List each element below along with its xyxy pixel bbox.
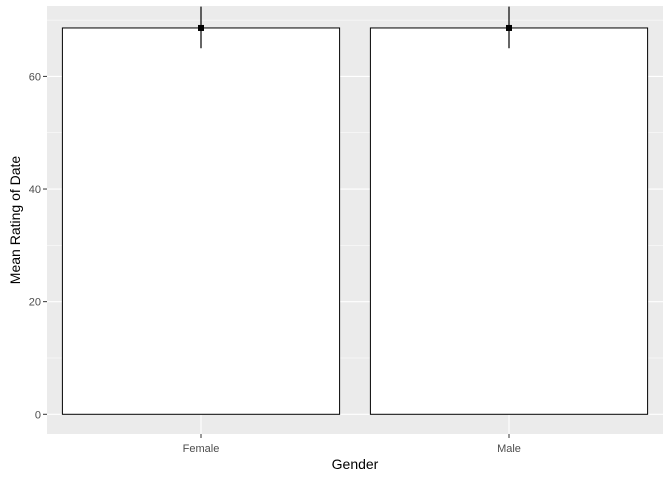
y-tick-label: 0	[35, 409, 41, 421]
x-axis-ticks: Female Male	[183, 434, 521, 455]
y-tick-label: 60	[29, 71, 41, 83]
y-axis-ticks: 0 20 40 60	[29, 71, 47, 421]
bar-male	[369, 27, 649, 415]
y-tick-label: 20	[29, 297, 41, 309]
error-bars	[198, 6, 512, 49]
mean-point-male	[506, 24, 512, 31]
bars	[61, 27, 649, 415]
y-axis-title: Mean Rating of Date	[7, 156, 23, 285]
mean-point-female	[198, 24, 204, 31]
x-axis-title: Gender	[332, 456, 379, 472]
x-tick-label: Male	[497, 443, 521, 455]
x-tick-label: Female	[183, 443, 220, 455]
y-tick-label: 40	[29, 184, 41, 196]
bar-female	[61, 27, 341, 415]
